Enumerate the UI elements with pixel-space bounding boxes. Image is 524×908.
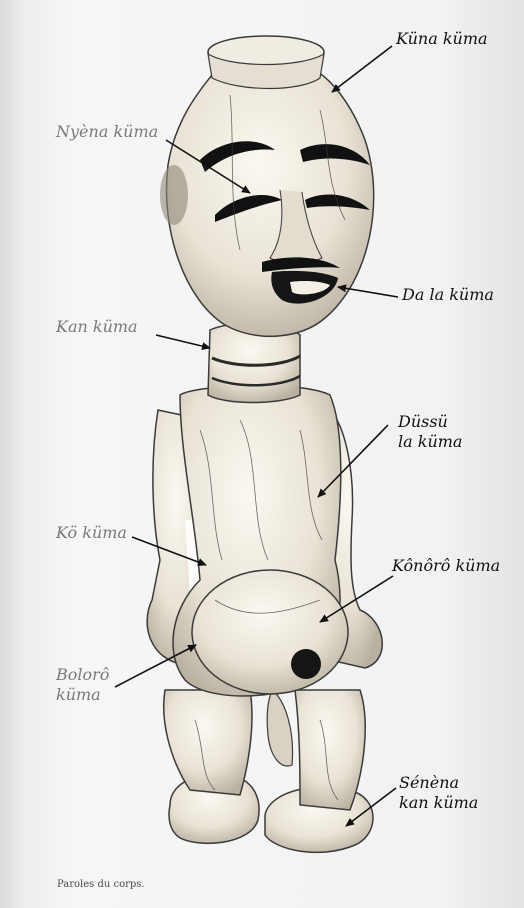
statuette-head <box>160 36 374 336</box>
arrow-kuna-kuma <box>332 46 392 92</box>
label-dussu-la-kuma-line1: Düssü <box>398 413 448 431</box>
label-konoro-kuma: Kônôrô küma <box>392 557 500 575</box>
statuette-navel <box>291 649 321 679</box>
label-da-la-kuma: Da la küma <box>402 286 494 304</box>
label-boloro-kuma-line1: Bolorô <box>56 666 109 684</box>
label-boloro-kuma-line2: küma <box>56 686 101 704</box>
arrow-kan-kuma <box>156 335 210 348</box>
label-kuna-kuma: Küna küma <box>396 30 488 48</box>
label-kan-kuma: Kan küma <box>56 318 138 336</box>
label-nyena-kuma: Nyèna küma <box>56 123 158 141</box>
statuette-belly <box>192 570 348 694</box>
label-ko-kuma: Kö küma <box>56 524 127 542</box>
label-dussu-la-kuma-line2: la küma <box>398 433 462 451</box>
label-senena-kan-kuma-line2: kan küma <box>399 794 478 812</box>
label-senena-kan-kuma-line1: Sénèna <box>399 774 459 792</box>
figure-caption: Paroles du corps. <box>57 879 145 890</box>
